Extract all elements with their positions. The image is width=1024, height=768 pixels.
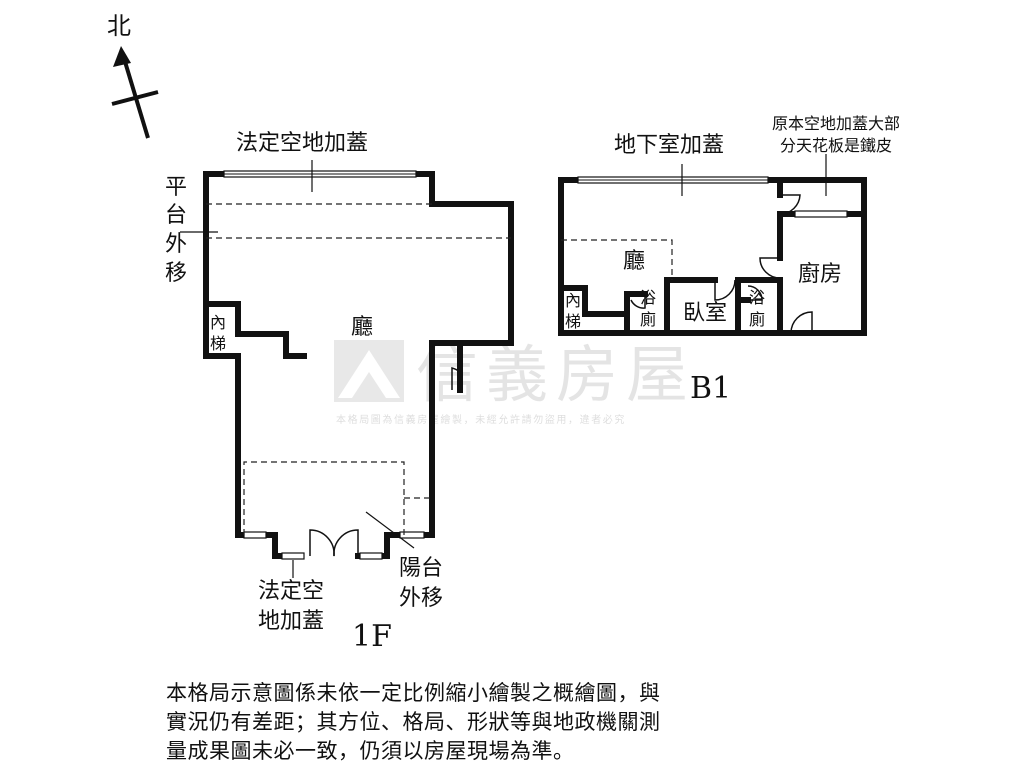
floor-b1-note-line-2: 分天花板是鐵皮 <box>780 136 892 155</box>
floor-b1-stairs-top: 內 <box>565 291 581 310</box>
floor-b1-bath-right-top: 浴 <box>749 288 765 307</box>
floor-1f: 法定空地加蓋 平 台 外 移 廳 內 梯 法定空 地加蓋 陽台 外移 1F <box>165 131 514 654</box>
floor-1f-balcony-shift-top: 陽台 <box>399 556 443 581</box>
floor-1f-balcony-shift-bottom: 外移 <box>399 586 443 611</box>
floor-1f-stairs-bottom: 梯 <box>210 334 226 353</box>
floor-b1-kitchen: 廚房 <box>798 262 842 287</box>
floor-b1-hall: 廳 <box>623 249 645 274</box>
floor-b1-note-line-1: 原本空地加蓋大部 <box>772 114 900 133</box>
north-arrow-icon <box>113 46 131 67</box>
floor-1f-leaders <box>180 160 415 578</box>
floor-b1-dashed-lines <box>561 239 673 280</box>
floor-b1-bedroom: 臥室 <box>683 301 727 326</box>
platform-shift-char: 移 <box>165 261 187 286</box>
floor-1f-windows <box>223 170 425 560</box>
floor-b1-bath-right-bottom: 廁 <box>749 310 765 329</box>
north-compass: 北 <box>107 12 159 139</box>
platform-shift-char: 外 <box>165 232 187 257</box>
floor-1f-top-extension: 法定空地加蓋 <box>236 131 368 156</box>
platform-shift-char: 台 <box>165 203 187 228</box>
floor-b1-stairs-bottom: 梯 <box>565 312 581 331</box>
disclaimer-line: 量成果圖未必一致，仍須以房屋現場為準。 <box>166 739 575 763</box>
watermark: 信義房屋 本格局圖為信義房屋繪製，未經允許請勿盜用，違者必究 <box>334 338 688 426</box>
floor-1f-dashed-lines <box>206 203 511 535</box>
floor-1f-stairs-top: 內 <box>210 313 226 332</box>
floor-b1-bath-left-bottom: 廁 <box>640 310 656 329</box>
floor-1f-front-extension-bottom: 地加蓋 <box>258 609 324 634</box>
platform-shift-char: 平 <box>165 175 187 200</box>
floor-b1-title: B1 <box>690 371 731 406</box>
floor-b1: 地下室加蓋 原本空地加蓋大部 分天花板是鐵皮 廳 廚房 內 梯 浴 廁 臥室 浴… <box>558 114 900 406</box>
north-label: 北 <box>107 12 131 40</box>
floor-1f-doors <box>309 367 461 557</box>
brand-logo-icon <box>334 340 404 402</box>
floor-b1-bath-left-top: 浴 <box>640 288 656 307</box>
floor-b1-doors <box>630 194 813 334</box>
disclaimer-line: 本格局示意圖係未依一定比例縮小繪製之概繪圖，與 <box>166 681 661 705</box>
floor-1f-platform-shift: 平 台 外 移 <box>165 175 187 286</box>
floor-1f-hall: 廳 <box>351 315 373 340</box>
disclaimer-text: 本格局示意圖係未依一定比例縮小繪製之概繪圖，與 實況仍有差距；其方位、格局、形狀… <box>166 679 766 766</box>
floor-b1-leaders <box>681 154 827 196</box>
floor-b1-basement-extension: 地下室加蓋 <box>614 133 724 158</box>
watermark-notice: 本格局圖為信義房屋繪製，未經允許請勿盜用，違者必究 <box>336 413 626 426</box>
floor-b1-windows <box>577 176 848 218</box>
disclaimer-line: 實況仍有差距；其方位、格局、形狀等與地政機關測 <box>166 710 661 734</box>
floor-1f-title: 1F <box>352 619 392 654</box>
floor-1f-front-extension-top: 法定空 <box>258 579 324 604</box>
